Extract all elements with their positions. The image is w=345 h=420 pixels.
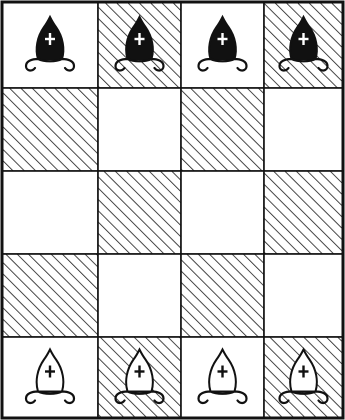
square-r3-f0-dark[interactable]: [2, 254, 98, 337]
square-r2-f3-dark[interactable]: [264, 171, 343, 254]
square-r1-f0-dark[interactable]: [2, 88, 98, 171]
square-r3-f3-light[interactable]: [264, 254, 343, 337]
square-r1-f3-light[interactable]: [264, 88, 343, 171]
square-r2-f2-light[interactable]: [181, 171, 264, 254]
square-r3-f1-light[interactable]: [98, 254, 181, 337]
square-r1-f1-light[interactable]: [98, 88, 181, 171]
square-r2-f1-dark[interactable]: [98, 171, 181, 254]
square-r2-f0-light[interactable]: [2, 171, 98, 254]
square-r3-f2-dark[interactable]: [181, 254, 264, 337]
square-r1-f2-dark[interactable]: [181, 88, 264, 171]
